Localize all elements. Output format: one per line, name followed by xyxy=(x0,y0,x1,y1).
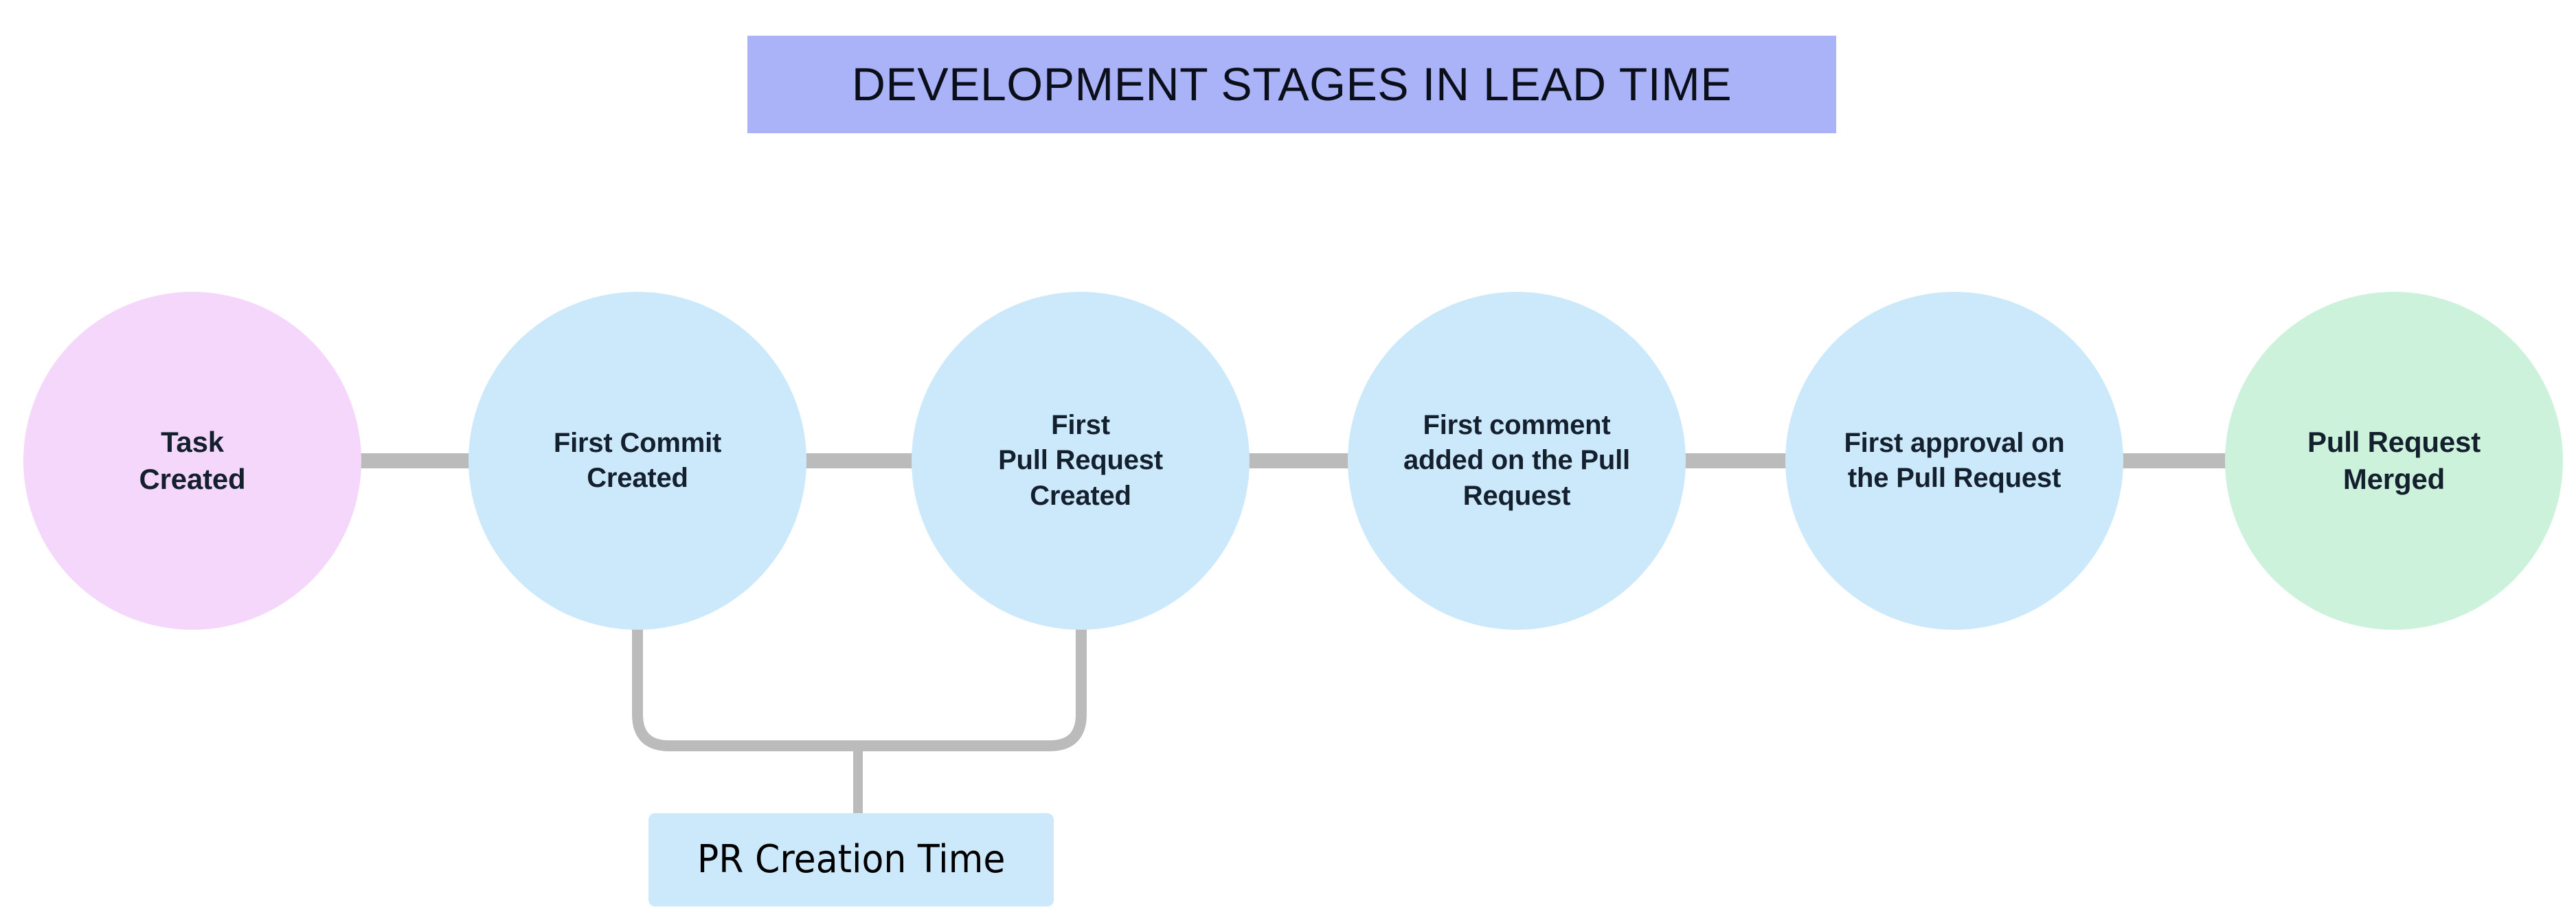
stage-node-pull-request-merged[interactable]: Pull Request Merged xyxy=(2225,292,2563,630)
stage-label-task-created: Task Created xyxy=(139,426,246,495)
page-title: DEVELOPMENT STAGES IN LEAD TIME xyxy=(851,58,1732,111)
stage-label-first-pull-request: First Pull Request Created xyxy=(998,410,1163,511)
connector-first-commit-to-first-pr xyxy=(802,453,916,468)
connector-first-approval-to-pr-merged xyxy=(2119,453,2229,468)
stage-node-first-pull-request[interactable]: First Pull Request Created xyxy=(912,292,1250,630)
measurement-badge-pr-creation-time[interactable]: PR Creation Time xyxy=(648,813,1054,907)
measurement-bracket-pr-creation-time xyxy=(632,626,1087,751)
connector-task-created-to-first-commit xyxy=(357,453,474,468)
stage-label-first-approval: First approval on the Pull Request xyxy=(1844,427,2065,493)
stage-node-task-created[interactable]: Task Created xyxy=(23,292,361,630)
stage-label-first-commit: First Commit Created xyxy=(553,427,722,493)
stage-label-first-comment: First comment added on the Pull Request xyxy=(1403,410,1630,511)
measurement-label-pr-creation-time: PR Creation Time xyxy=(697,837,1006,882)
stage-node-first-commit[interactable]: First Commit Created xyxy=(468,292,806,630)
stage-node-first-approval[interactable]: First approval on the Pull Request xyxy=(1785,292,2123,630)
connector-first-pr-to-first-comment xyxy=(1245,453,1353,468)
connector-first-comment-to-first-approval xyxy=(1682,453,1790,468)
stage-label-pull-request-merged: Pull Request Merged xyxy=(2307,426,2481,495)
diagram-title-banner: DEVELOPMENT STAGES IN LEAD TIME xyxy=(747,36,1836,133)
stage-node-first-comment[interactable]: First comment added on the Pull Request xyxy=(1348,292,1686,630)
measurement-stem-pr-creation-time xyxy=(853,746,863,814)
